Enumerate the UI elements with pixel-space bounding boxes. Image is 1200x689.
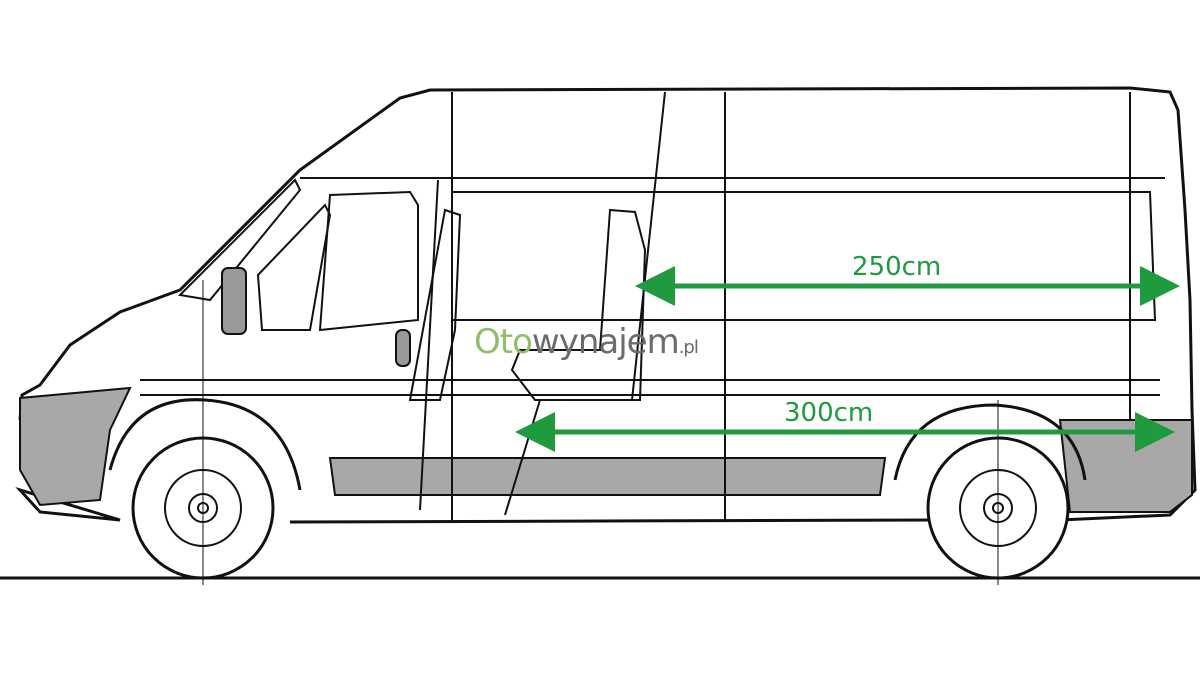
door-handle [395,329,411,367]
side-window [318,190,419,332]
sliding-door-line [631,91,666,401]
dimension-label-250: 250cm [852,252,942,282]
cargo-panel [452,191,1157,321]
driver-seat [408,208,462,401]
watermark-logo: Otowynajem.pl [474,322,699,362]
windshield [177,178,302,302]
watermark-part1: Oto [474,322,533,362]
front-wheel-arch [108,398,302,491]
quarter-window [256,203,332,331]
side-mirror [221,267,247,335]
dimension-label-300: 300cm [784,398,874,428]
watermark-part2: wynajem [531,322,680,362]
passenger-seat [510,208,647,401]
cab-door-line [419,179,439,511]
side-trim-strip [328,457,887,496]
front-bumper [19,386,132,507]
watermark-part3: .pl [678,337,699,358]
